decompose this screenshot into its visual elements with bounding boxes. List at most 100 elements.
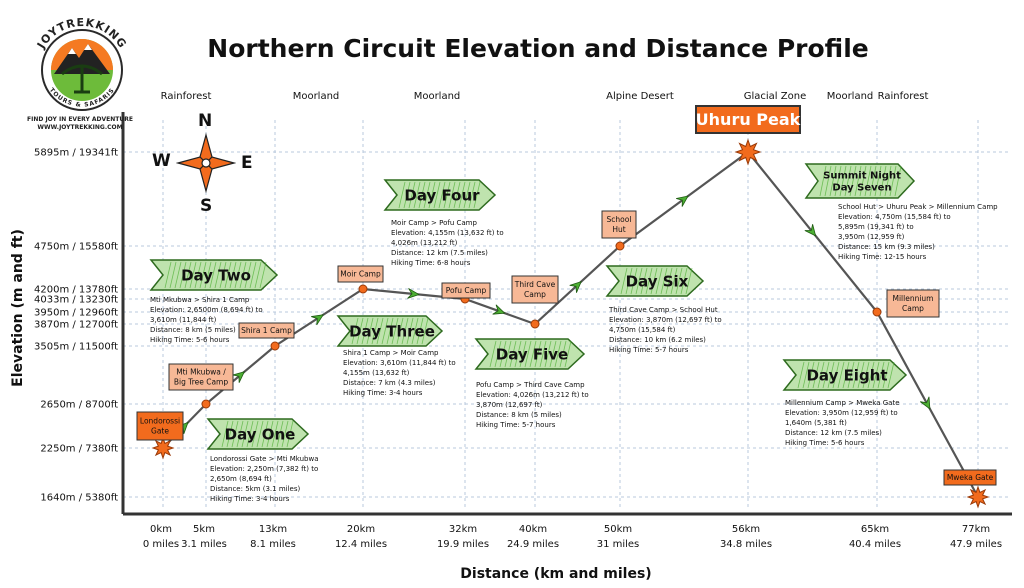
banner-hatch bbox=[229, 261, 237, 289]
banner-hatch bbox=[494, 340, 502, 368]
camp-point-marker bbox=[615, 241, 625, 251]
vegetation-zone-label: Rainforest bbox=[878, 91, 929, 102]
day-info-line: Shira 1 Camp > Moir Camp bbox=[343, 349, 439, 357]
banner-hatch bbox=[458, 181, 466, 209]
camp-label: Millennium bbox=[893, 294, 934, 303]
banner-hatch bbox=[244, 261, 252, 289]
day-info-line: Mti Mkubwa > Shira 1 Camp bbox=[150, 296, 250, 304]
banner-hatch bbox=[635, 267, 643, 295]
day-banner bbox=[474, 338, 586, 370]
camp-label-box bbox=[168, 363, 234, 391]
banner-hatch bbox=[396, 317, 404, 345]
x-tick-label: 20km bbox=[347, 524, 375, 535]
banner-hatch bbox=[416, 317, 424, 345]
camp-label-box bbox=[238, 322, 295, 339]
banner-hatch bbox=[817, 361, 825, 389]
camp-label-box bbox=[441, 282, 491, 299]
banner-hatch bbox=[356, 317, 364, 345]
banner-hatch bbox=[839, 165, 847, 197]
y-tick-label: 3870m / 12700ft bbox=[34, 320, 118, 331]
vegetation-zone-label: Glacial Zone bbox=[744, 91, 806, 102]
banner-hatch bbox=[391, 317, 399, 345]
banner-hatch bbox=[209, 261, 217, 289]
banner-hatch bbox=[234, 261, 242, 289]
banner-hatch bbox=[266, 420, 274, 448]
compass-east-label: E bbox=[241, 153, 253, 173]
banner-hatch bbox=[894, 165, 902, 197]
day-info-line: Elevation: 3,610m (11,844 ft) to bbox=[343, 359, 456, 367]
banner-hatch bbox=[246, 420, 254, 448]
banner-hatch bbox=[236, 420, 244, 448]
camp-label: Pofu Camp bbox=[446, 286, 487, 295]
day-info-line: Hiking Time: 12-15 hours bbox=[838, 253, 927, 261]
banner-hatch bbox=[214, 261, 222, 289]
day-banner bbox=[149, 259, 279, 291]
day-banner-title: Day Eight bbox=[806, 366, 887, 384]
x-tick-miles-label: 0 miles bbox=[143, 539, 179, 550]
day-info-line: Hiking Time: 6-8 hours bbox=[391, 259, 471, 267]
day-info-line: Elevation: 2,250m (7,382 ft) to bbox=[210, 465, 318, 473]
day-info-line: 3,610m (11,844 ft) bbox=[150, 316, 217, 324]
banner-hatch bbox=[884, 165, 892, 197]
compass-south-label: S bbox=[200, 196, 213, 216]
camp-label: Mti Mkubwa / bbox=[176, 368, 226, 377]
x-tick-label: 13km bbox=[259, 524, 287, 535]
banner-hatch bbox=[874, 165, 882, 197]
x-tick-miles-label: 40.4 miles bbox=[849, 539, 901, 550]
banner-hatch bbox=[837, 361, 845, 389]
direction-arrow-icon bbox=[232, 371, 246, 383]
banner-hatch bbox=[254, 261, 262, 289]
day-info-line: Distance: 10 km (6.2 miles) bbox=[609, 336, 706, 344]
day-info-line: Distance: 12 km (7.5 miles) bbox=[785, 429, 882, 437]
banner-hatch bbox=[376, 317, 384, 345]
y-tick-label: 4750m / 15580ft bbox=[34, 242, 118, 253]
banner-hatch bbox=[534, 340, 542, 368]
banner-hatch bbox=[251, 420, 259, 448]
day-banner-title: Day Three bbox=[349, 322, 435, 340]
banner-hatch bbox=[824, 165, 832, 197]
camp-label: Big Tree Camp bbox=[174, 378, 229, 387]
banner-hatch bbox=[179, 261, 187, 289]
x-tick-miles-label: 24.9 miles bbox=[507, 539, 559, 550]
camp-label: Londorossi bbox=[140, 417, 180, 426]
banner-hatch bbox=[529, 340, 537, 368]
banner-hatch bbox=[276, 420, 284, 448]
day-info-line: Elevation: 4,155m (13,632 ft) to bbox=[391, 229, 504, 237]
camp-star-marker bbox=[734, 138, 762, 166]
x-tick-miles-label: 3.1 miles bbox=[181, 539, 227, 550]
banner-hatch bbox=[519, 340, 527, 368]
vegetation-zone-label: Moorland bbox=[827, 91, 874, 102]
camp-label-box bbox=[337, 265, 384, 283]
banner-hatch bbox=[539, 340, 547, 368]
banner-hatch bbox=[423, 181, 431, 209]
camp-label: Hut bbox=[612, 225, 625, 234]
banner-hatch bbox=[645, 267, 653, 295]
day-info-line: Third Cave Camp > School Hut bbox=[608, 306, 718, 314]
banner-hatch bbox=[549, 340, 557, 368]
banner-hatch bbox=[194, 261, 202, 289]
banner-hatch bbox=[366, 317, 374, 345]
banner-hatch bbox=[559, 340, 567, 368]
x-tick-miles-label: 31 miles bbox=[597, 539, 640, 550]
banner-hatch bbox=[226, 420, 234, 448]
x-tick-label: 77km bbox=[962, 524, 990, 535]
day-info-line: 3,950m (12,959 ft) bbox=[838, 233, 905, 241]
direction-arrow-icon bbox=[569, 280, 582, 293]
y-tick-label: 2650m / 8700ft bbox=[40, 400, 118, 411]
banner-hatch bbox=[862, 361, 870, 389]
y-tick-label: 3505m / 11500ft bbox=[34, 342, 118, 353]
day-info-line: Distance: 12 km (7.5 miles) bbox=[391, 249, 488, 257]
banner-hatch bbox=[184, 261, 192, 289]
vegetation-zone-label: Moorland bbox=[414, 91, 461, 102]
x-tick-label: 0km bbox=[150, 524, 172, 535]
banner-hatch bbox=[351, 317, 359, 345]
direction-arrow-icon bbox=[919, 396, 931, 410]
banner-hatch bbox=[261, 420, 269, 448]
direction-arrow-icon bbox=[492, 304, 506, 315]
day-info-line: 4,026m (13,212 ft) bbox=[391, 239, 458, 247]
camp-point-marker bbox=[358, 284, 368, 294]
day-info-line: 4,750m (15,584 ft) bbox=[609, 326, 676, 334]
day-info-line: 3,870m (12,697 ft) bbox=[476, 401, 543, 409]
day-banner bbox=[804, 163, 916, 199]
banner-hatch bbox=[620, 267, 628, 295]
